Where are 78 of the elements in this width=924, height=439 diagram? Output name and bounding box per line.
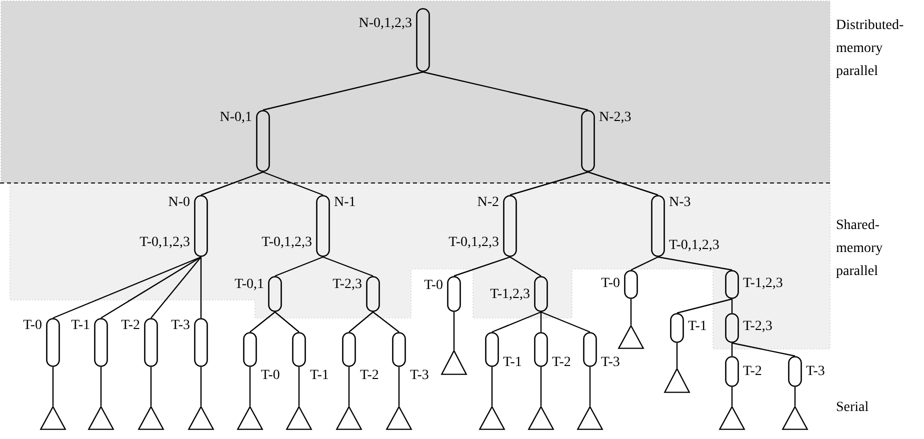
node-label: T-2,3 xyxy=(743,319,772,335)
node-label: T-3 xyxy=(806,364,825,380)
node-label: T-2,3 xyxy=(332,277,362,293)
connector-line xyxy=(322,256,374,277)
connector-line xyxy=(150,256,202,318)
connector-line xyxy=(453,312,455,350)
node-label: N-2 xyxy=(477,195,499,211)
node-label: T-3 xyxy=(171,318,190,334)
connector-line xyxy=(732,342,796,357)
connector-line xyxy=(589,367,591,406)
node-label: N-0,1,2,3 xyxy=(358,16,412,32)
connector-line xyxy=(492,311,542,333)
connector-line xyxy=(540,312,542,332)
connector-line xyxy=(731,343,733,356)
connector-line xyxy=(52,256,202,319)
node-label: N-0 xyxy=(168,195,190,211)
node-label: T-2 xyxy=(743,364,762,380)
node-label: T-3 xyxy=(410,368,429,384)
connector-line xyxy=(794,387,796,406)
node-label: N-0,1 xyxy=(220,110,252,126)
node-label: T-1 xyxy=(688,319,707,335)
node-label: T-0,1,2,3 xyxy=(140,235,190,251)
connector-line xyxy=(630,299,632,325)
node-label: T-0 xyxy=(424,278,443,294)
connector-line xyxy=(422,71,588,111)
connector-line xyxy=(630,256,658,271)
node-label: T-0 xyxy=(23,318,42,334)
connector-line xyxy=(372,312,400,332)
connector-line xyxy=(100,256,202,319)
connector-line xyxy=(150,367,152,406)
node-label: T-0 xyxy=(261,368,280,384)
connector-line xyxy=(676,343,678,368)
connector-line xyxy=(510,256,542,277)
connector-line xyxy=(52,367,54,406)
node-label: T-3 xyxy=(601,355,620,371)
connector-line xyxy=(676,298,732,314)
node-label: T-2 xyxy=(360,368,379,384)
node-label: T-1 xyxy=(310,368,329,384)
node-label: T-0,1,2,3 xyxy=(669,238,720,254)
connector-line xyxy=(200,257,202,318)
connector-line xyxy=(249,367,251,406)
level-label: Shared-memory parallel xyxy=(836,217,884,282)
level-label: Serial xyxy=(836,399,870,417)
connector-line xyxy=(658,256,732,271)
connector-line xyxy=(250,312,276,332)
connector-line xyxy=(731,299,733,313)
level-label: Distributed-memory parallel xyxy=(836,17,905,82)
connector-line xyxy=(298,367,300,406)
connector-line xyxy=(262,71,424,111)
connector-line xyxy=(540,311,590,333)
connector-line xyxy=(200,367,202,406)
connector-line xyxy=(731,387,733,406)
connector-line xyxy=(454,256,510,277)
connector-line xyxy=(348,312,374,332)
node-label: T-1 xyxy=(71,318,90,334)
node-label: T-0 xyxy=(601,276,620,292)
node-label: T-2 xyxy=(552,355,571,371)
connector-line xyxy=(200,171,264,196)
connector-line xyxy=(274,256,324,277)
node-label: T-1,2,3 xyxy=(743,276,783,292)
connector-line xyxy=(491,367,493,406)
node-label: T-1 xyxy=(503,355,522,371)
connector-line xyxy=(398,367,400,406)
node-label: T-0,1 xyxy=(234,277,264,293)
node-label: T-0,1,2,3 xyxy=(448,235,499,251)
connector-line xyxy=(274,312,300,332)
connector-line xyxy=(540,367,542,406)
connector-line xyxy=(262,171,324,196)
node-label: T-2 xyxy=(121,318,140,334)
connector-line xyxy=(510,171,588,196)
node-label: T-1,2,3 xyxy=(490,287,530,303)
node-label: N-1 xyxy=(334,195,356,211)
node-label: N-2,3 xyxy=(599,110,632,126)
connector-line xyxy=(348,367,350,406)
connector-line xyxy=(588,171,658,196)
node-label: T-0,1,2,3 xyxy=(262,235,312,251)
connector-line xyxy=(100,367,102,406)
node-label: N-3 xyxy=(669,195,691,211)
